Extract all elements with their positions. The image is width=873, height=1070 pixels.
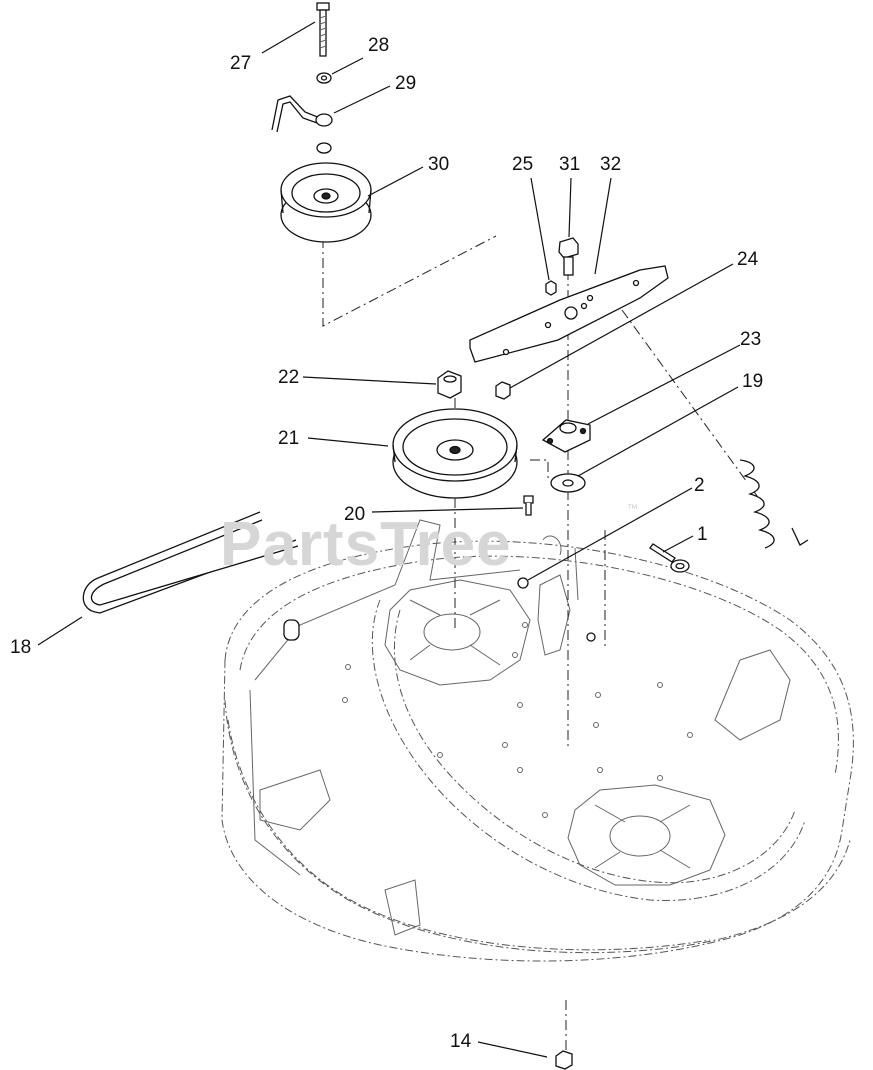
- watermark-trademark: ™: [627, 503, 638, 515]
- part-2-nut: [517, 577, 529, 589]
- callout-25: 25: [512, 154, 533, 175]
- part-22-nut: [437, 370, 462, 399]
- part-21-drive-pulley: [392, 408, 518, 499]
- callout-28: 28: [368, 35, 389, 56]
- callout-18: 18: [10, 637, 31, 658]
- part-18-belt: [82, 511, 299, 614]
- callout-31: 31: [559, 154, 580, 175]
- part-25-nut: [545, 280, 557, 296]
- part-24-nut: [495, 381, 511, 400]
- part-27-bolt: [316, 2, 330, 57]
- callout-23: 23: [740, 329, 761, 350]
- watermark: PartsTree ™: [220, 503, 638, 579]
- callout-27: 27: [230, 53, 251, 74]
- callout-labels: 27 28 29 30 25 31 32 24 23 22 19 21 2 20…: [10, 35, 763, 1052]
- assembly-axes: [322, 235, 761, 1050]
- callout-19: 19: [742, 371, 763, 392]
- callout-2: 2: [694, 475, 705, 496]
- part-29-rod: [271, 95, 333, 133]
- part-31-shoulder-bolt: [558, 237, 579, 276]
- callout-30: 30: [428, 154, 449, 175]
- callout-32: 32: [600, 154, 621, 175]
- callout-22: 22: [278, 367, 299, 388]
- callout-14: 14: [450, 1031, 472, 1052]
- callout-20: 20: [344, 504, 365, 525]
- callout-24: 24: [737, 249, 759, 270]
- mower-deck: [221, 519, 854, 962]
- part-30-idler-pulley: [280, 162, 372, 243]
- part-1-eyebolt: [649, 543, 690, 573]
- part-32-idler-arm: [469, 265, 669, 363]
- callout-leaders: [37, 21, 741, 1058]
- watermark-text: PartsTree: [220, 510, 512, 579]
- spring: [739, 459, 809, 549]
- part-20-screw: [523, 495, 534, 516]
- part-23-bracket: [541, 419, 591, 453]
- washer-small: [316, 142, 332, 154]
- callout-29: 29: [395, 73, 416, 94]
- callout-1: 1: [697, 524, 708, 545]
- callout-21: 21: [278, 428, 299, 449]
- part-14-nut: [555, 1050, 573, 1070]
- part-19-washer: [550, 473, 586, 493]
- part-28-washer: [316, 72, 332, 84]
